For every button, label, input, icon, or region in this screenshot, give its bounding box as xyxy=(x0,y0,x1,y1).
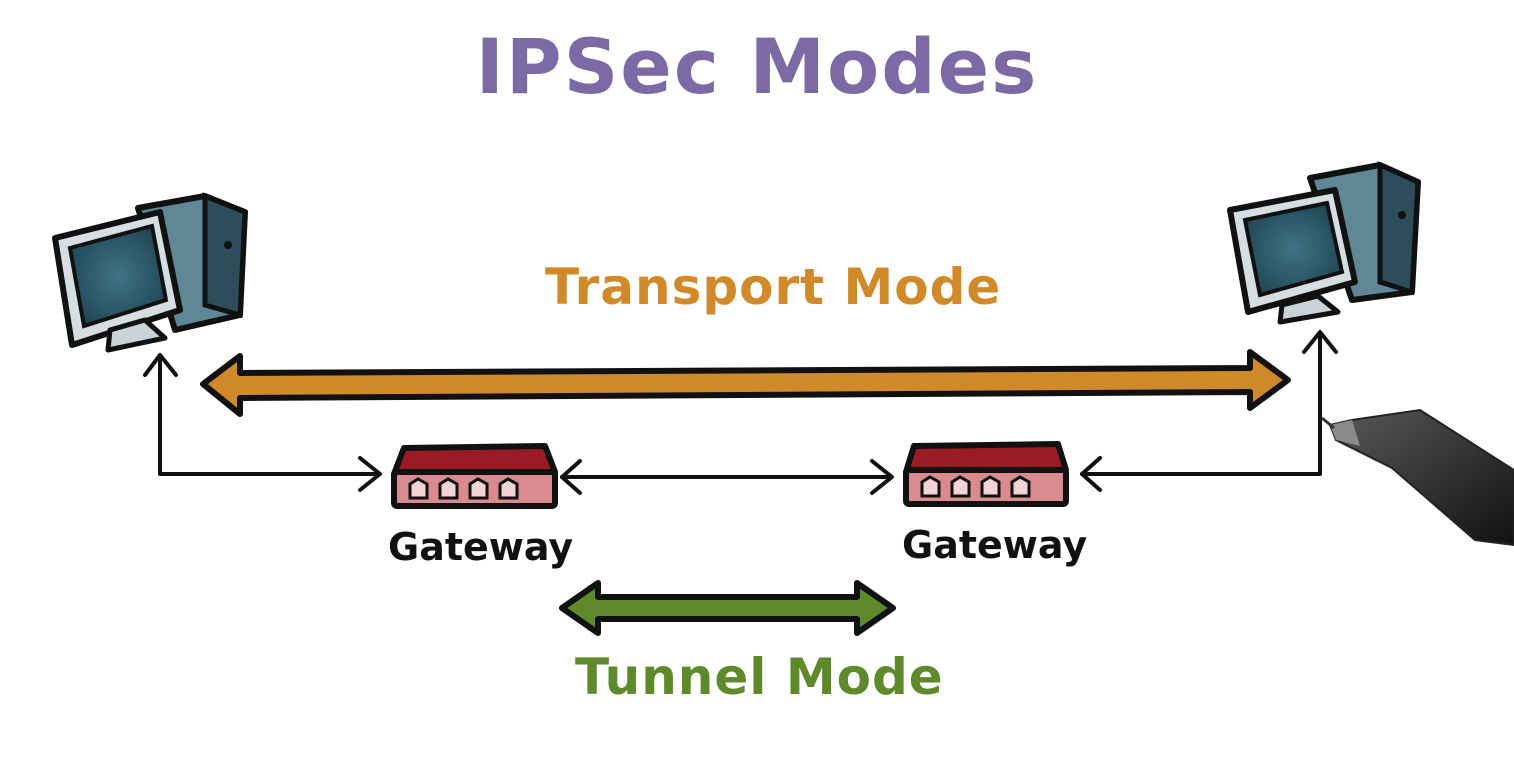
left-gateway-label: Gateway xyxy=(388,525,574,569)
pen-icon xyxy=(1321,408,1514,547)
transport-mode-label: Transport Mode xyxy=(545,258,1002,316)
right-computer-icon xyxy=(1227,161,1421,325)
tunnel-mode-arrow xyxy=(559,580,896,636)
right-computer-link xyxy=(1080,333,1322,476)
right-gateway-icon xyxy=(903,441,1069,507)
left-computer-link xyxy=(158,358,380,476)
right-gateway-label: Gateway xyxy=(902,523,1088,567)
tunnel-mode-label: Tunnel Mode xyxy=(575,648,944,706)
left-gateway-icon xyxy=(391,443,558,509)
transport-mode-arrow xyxy=(200,349,1291,417)
connection-lines xyxy=(143,330,1338,495)
page-title: IPSec Modes xyxy=(475,22,1039,111)
left-computer-icon xyxy=(52,192,248,353)
